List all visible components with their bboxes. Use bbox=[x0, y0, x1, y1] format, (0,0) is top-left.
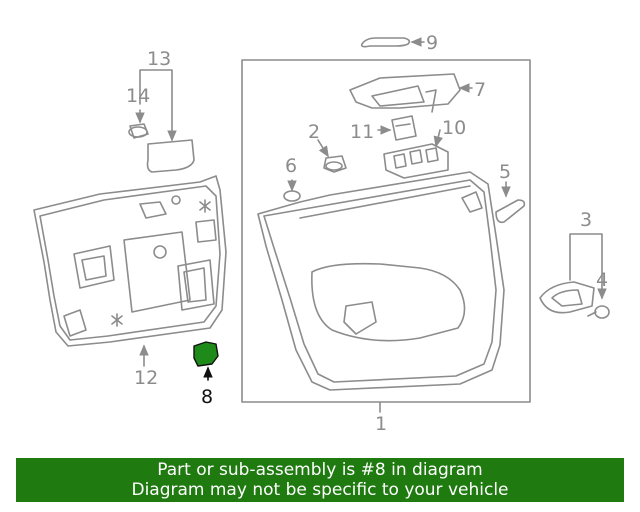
callout-2: 2 bbox=[308, 121, 320, 143]
callout-11: 11 bbox=[350, 121, 374, 143]
inner-panel-part-12 bbox=[33, 175, 227, 347]
callout-9: 9 bbox=[426, 32, 438, 54]
strip-part-9 bbox=[360, 37, 411, 48]
switch-assembly-part-10 bbox=[383, 143, 449, 179]
callout-3: 3 bbox=[580, 209, 592, 231]
screw-part-4 bbox=[587, 305, 610, 319]
callout-12: 12 bbox=[134, 367, 158, 389]
clip-part-8 bbox=[193, 341, 219, 367]
callout-6: 6 bbox=[285, 155, 297, 177]
reflector-part-5 bbox=[495, 199, 526, 224]
handle-part-3 bbox=[539, 281, 595, 314]
callout-13: 13 bbox=[147, 48, 171, 70]
callout-10: 10 bbox=[442, 117, 466, 139]
parts-diagram: 1 2 3 4 5 6 7 8 9 10 11 12 13 14 bbox=[33, 32, 640, 435]
callout-7: 7 bbox=[474, 79, 486, 101]
clip-part-2 bbox=[323, 155, 347, 173]
banner-line-1: Part or sub-assembly is #8 in diagram bbox=[157, 460, 483, 480]
callout-14: 14 bbox=[126, 85, 150, 107]
banner-line-2: Diagram may not be specific to your vehi… bbox=[131, 480, 509, 500]
part-info-banner: Part or sub-assembly is #8 in diagram Di… bbox=[16, 458, 624, 502]
bracket-part-13 bbox=[146, 139, 195, 173]
fastener-part-14 bbox=[128, 123, 149, 139]
switch-part-11 bbox=[391, 115, 417, 141]
grommet-part-6 bbox=[283, 190, 301, 202]
callout-8: 8 bbox=[201, 386, 213, 408]
callout-5: 5 bbox=[499, 161, 511, 183]
callout-labels: 1 2 3 4 5 6 7 8 9 10 11 12 13 14 bbox=[126, 32, 608, 435]
callout-4: 4 bbox=[596, 269, 608, 291]
door-trim-panel bbox=[257, 171, 505, 391]
door-panel-frame bbox=[241, 59, 531, 403]
switch-bezel-part-7 bbox=[349, 73, 461, 113]
callout-1: 1 bbox=[375, 413, 387, 435]
leader-lines bbox=[135, 37, 602, 413]
